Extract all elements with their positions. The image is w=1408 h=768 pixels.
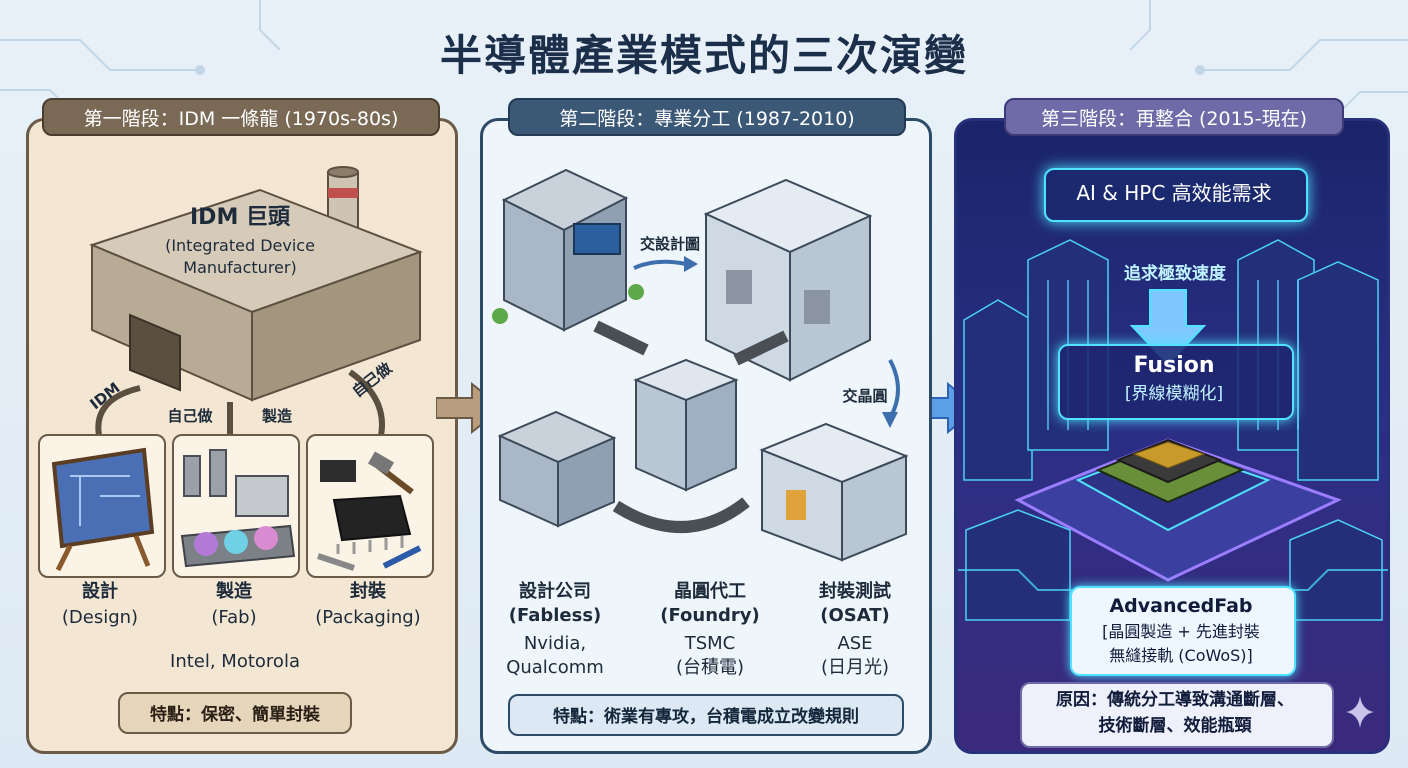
foundry-example-2: (台積電) [640,656,780,680]
foundry-label-en: (Foundry) [640,604,780,628]
fab-machines-icon [174,436,298,576]
sparkle-icon [1344,694,1376,730]
arrow-label-self-made: 自己做 [160,404,220,428]
idm-factory-subtitle-2: Manufacturer) [140,256,340,280]
flow-label-wafer: 交晶圓 [830,384,900,408]
stage1-feature: 特點：保密、簡單封裝 [118,692,352,734]
design-board-icon [40,436,164,576]
packaging-label: 封裝 [306,580,430,604]
stage2-header: 第二階段：專業分工 (1987-2010) [508,98,906,136]
page-title: 半導體產業模式的三次演變 [0,22,1408,83]
packaging-tile [306,434,434,578]
fusion-subtitle: [界線模糊化] [1058,382,1290,406]
fabless-example-1: Nvidia, [490,632,620,656]
reason-line-2: 技術斷層、效能瓶頸 [1020,714,1330,738]
fab-label-en: (Fab) [172,606,296,630]
arrow-label-manufacture: 製造 [252,404,302,428]
idm-factory-title: IDM 巨頭 [160,206,320,230]
fab-label: 製造 [172,580,296,604]
stage1-header: 第一階段：IDM 一條龍 (1970s-80s) [42,98,440,136]
design-tile [38,434,166,578]
stage2-feature: 特點：術業有專攻，台積電成立改變規則 [508,694,904,736]
fab-tile [172,434,300,578]
design-label: 設計 [38,580,162,604]
stage3-header: 第三階段：再整合 (2015-現在) [1004,98,1344,136]
fabless-label: 設計公司 [490,580,620,604]
speed-label: 追求極致速度 [1100,262,1250,286]
flow-label-design: 交設計圖 [630,232,710,256]
foundry-label: 晶圓代工 [640,580,780,604]
osat-example-1: ASE [790,632,920,656]
osat-label-en: (OSAT) [790,604,920,628]
packaging-label-en: (Packaging) [296,606,440,630]
ai-hpc-demand: AI & HPC 高效能需求 [1044,181,1304,205]
chip-and-tools-icon [308,436,432,576]
foundry-example-1: TSMC [640,632,780,656]
fabless-example-2: Qualcomm [490,656,620,680]
advancedfab-line-1: [晶圓製造 + 先進封裝 [1070,620,1292,644]
specialization-illustration [486,150,926,570]
reason-line-1: 原因：傳統分工導致溝通斷層、 [1020,688,1330,712]
osat-label: 封裝測試 [790,580,920,604]
advancedfab-line-2: 無縫接軌 (CoWoS)] [1070,644,1292,668]
idm-factory-subtitle-1: (Integrated Device [140,234,340,258]
osat-example-2: (日月光) [790,656,920,680]
fusion-title: Fusion [1058,354,1290,378]
fabless-label-en: (Fabless) [490,604,620,628]
stage1-examples: Intel, Motorola [100,650,370,674]
advancedfab-title: AdvancedFab [1070,594,1292,618]
design-label-en: (Design) [38,606,162,630]
